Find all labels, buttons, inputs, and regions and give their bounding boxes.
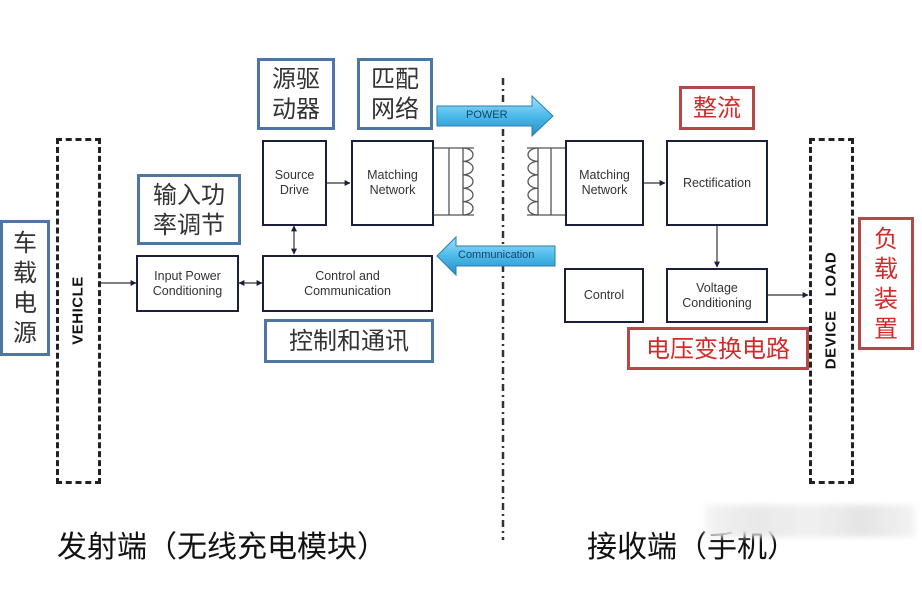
- receiver-coil: [527, 147, 565, 216]
- rx-matching-network-block: Matching Network: [565, 140, 644, 226]
- control-communication-block: Control and Communication: [262, 255, 433, 312]
- communication-arrow: [436, 235, 556, 277]
- communication-arrow-label: Communication: [458, 249, 535, 261]
- transmitter-caption: 发射端（无线充电模块）: [57, 530, 387, 565]
- voltage-conditioning-block: Voltage Conditioning: [666, 268, 768, 323]
- rectification-block: Rectification: [666, 140, 768, 226]
- rectification-cn-label: 整流: [679, 86, 755, 130]
- power-arrow: [436, 94, 554, 138]
- control-communication-cn-label: 控制和通讯: [264, 319, 434, 363]
- matching-network-cn-label: 匹配 网络: [357, 58, 433, 130]
- tx-matching-network-block: Matching Network: [351, 140, 434, 226]
- vehicle-power-cn-label: 车 载 电 源: [0, 220, 50, 356]
- source-drive-cn-label: 源驱 动器: [257, 58, 335, 130]
- device-load-cn-label: 负 载 装 置: [858, 217, 914, 350]
- vehicle-container: [56, 138, 101, 484]
- vehicle-label: VEHICLE: [69, 276, 87, 345]
- power-arrow-label: POWER: [466, 109, 508, 121]
- transmitter-coil: [434, 147, 474, 216]
- voltage-conditioning-cn-label: 电压变换电路: [627, 327, 809, 370]
- input-power-conditioning-cn-label: 输入功 率调节: [137, 174, 241, 245]
- control-block: Control: [564, 268, 644, 323]
- blurred-watermark: [705, 505, 915, 537]
- source-drive-block: Source Drive: [262, 140, 327, 226]
- input-power-conditioning-block: Input Power Conditioning: [136, 255, 239, 312]
- device-load-container: [809, 138, 854, 484]
- device-load-label: DEVICE LOAD: [822, 251, 840, 370]
